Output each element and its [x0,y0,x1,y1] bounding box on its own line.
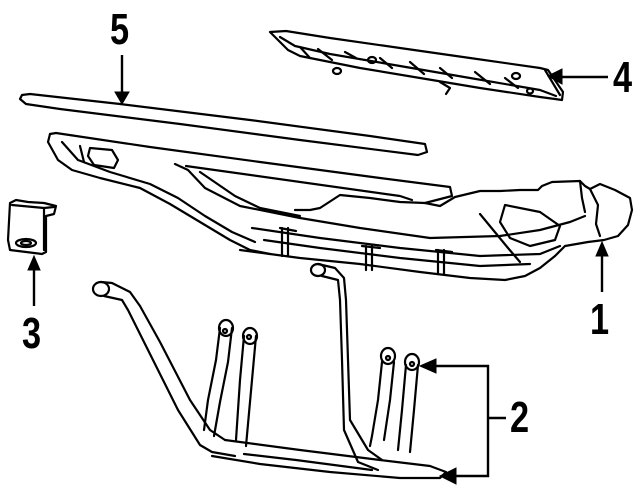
callout-5-arrow [114,55,130,105]
callout-3-label: 3 [22,309,42,358]
callout-1-label: 1 [590,295,610,344]
callout-4-label: 4 [613,53,633,102]
part-2-step-bracket [91,262,448,480]
part-1-bumper-step [46,131,634,282]
part-5-trim-molding [18,92,429,157]
part-3-bracket-clip [6,198,58,256]
callout-3-arrow [27,254,41,306]
callout-2-label: 2 [510,393,530,442]
callout-2-arrow [418,358,506,485]
callout-1-arrow [595,240,609,292]
part-4-step-pad [268,29,565,102]
callout-4-arrow [546,68,608,85]
callout-5-label: 5 [110,5,130,54]
